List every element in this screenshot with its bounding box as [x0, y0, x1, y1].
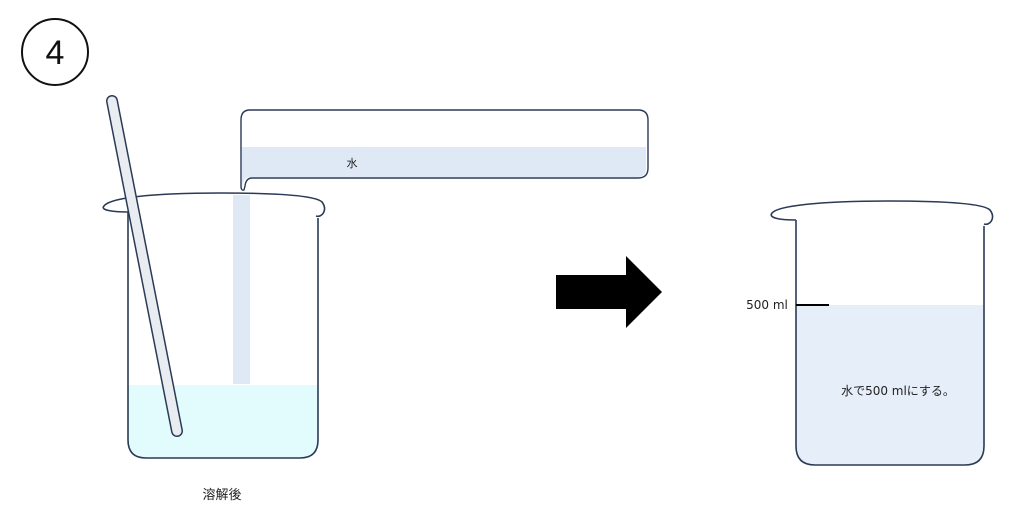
left-beaker-outline [102, 192, 326, 459]
left-beaker-caption: 溶解後 [202, 488, 241, 503]
step-circle [21, 18, 89, 86]
right-arrow-icon [556, 256, 662, 328]
final-solution [796, 305, 984, 465]
graduated-cylinder: 水 [240, 109, 649, 191]
step-number: 4 [46, 34, 65, 72]
left-beaker [102, 95, 326, 459]
dissolved-solution [128, 385, 318, 458]
right-beaker-note: 水で500 mlにする。 [841, 384, 955, 398]
cylinder-outline [240, 109, 649, 191]
step-badge: 4 [21, 18, 89, 86]
cylinder-label: 水 [347, 157, 358, 170]
cylinder-water [242, 147, 646, 188]
right-beaker: 500 ml 水で500 mlにする。 [746, 200, 994, 466]
water-stream [233, 195, 250, 384]
volume-mark-label: 500 ml [746, 298, 788, 312]
stirring-rod [106, 95, 183, 437]
right-beaker-outline [770, 200, 994, 466]
